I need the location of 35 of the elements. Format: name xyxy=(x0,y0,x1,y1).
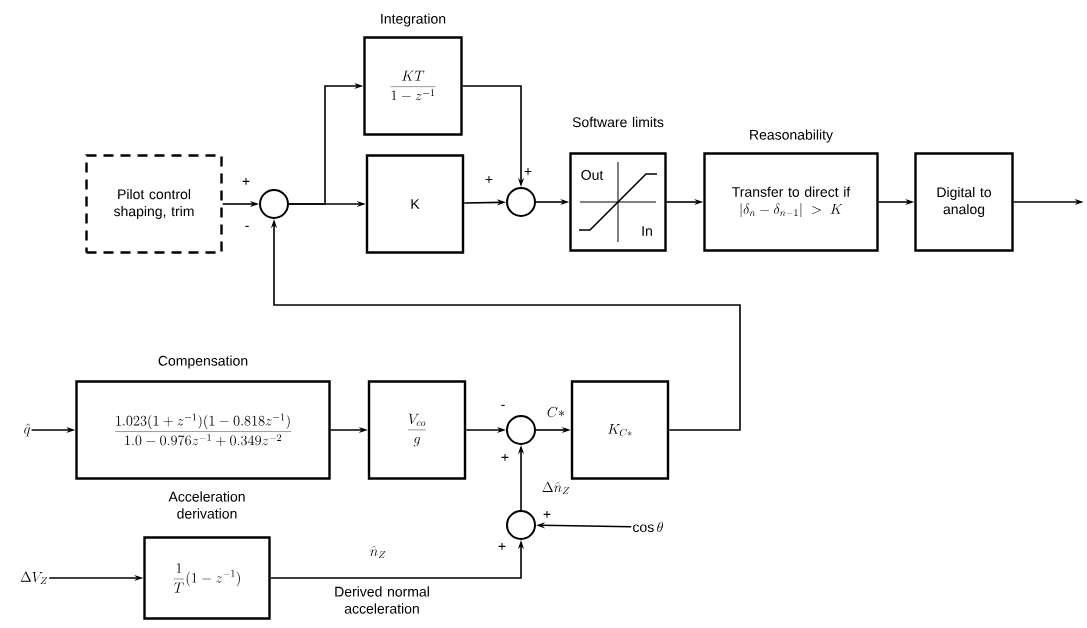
sign-label: + xyxy=(242,177,250,185)
edge-label: $\hat{n}_{Z}$ xyxy=(368,544,388,560)
edge-label: $\Delta\hat{n}_{Z}$ xyxy=(540,480,572,496)
sign-label: + xyxy=(498,542,506,550)
sign-label: + xyxy=(485,175,493,183)
block-title: Integration xyxy=(381,13,446,27)
summing-junction xyxy=(506,187,536,217)
process-box: $\frac{1.023(1 + z^{-1})(1 - 0.818z^{-1})}{1.0 - 0.976z^{-1} + 0.349z^{-2}}$ xyxy=(75,380,331,480)
summing-junction xyxy=(259,189,289,219)
process-box: Digital to analog xyxy=(914,152,1014,252)
sign-label: - xyxy=(501,404,505,406)
process-box: $K_{C*}$ xyxy=(570,380,670,480)
sign-label: + xyxy=(543,510,551,518)
process-box: $\frac{KT}{1 - z^{-1}}$ xyxy=(363,36,463,136)
block-title: Compensation xyxy=(158,355,248,369)
sign-label: - xyxy=(245,225,249,227)
process-box: Transfer to direct if $\left|\delta_n - \delta_{n-1}\right| > K$ xyxy=(703,152,879,252)
sign-label: + xyxy=(524,167,532,175)
signal-label: $\hat{q}$ xyxy=(24,423,31,437)
process-box: $\frac{V_{co}}{g}$ xyxy=(367,380,467,480)
process-box: $\frac{1}{T}(1 - z^{-1})$ xyxy=(143,536,271,620)
edge-label: $C*$ xyxy=(545,406,567,418)
axis-label: Out xyxy=(581,170,604,180)
signal-label: $\Delta V_{Z}$ xyxy=(20,571,48,584)
process-box: Pilot control shaping, trim xyxy=(85,154,223,254)
block-title: Acceleration derivation xyxy=(168,491,245,519)
sign-label: + xyxy=(501,453,509,461)
block-title: Reasonability xyxy=(750,129,833,143)
summing-junction xyxy=(506,510,536,540)
signal-caption: Derived normal acceleration xyxy=(335,586,429,614)
summing-junction xyxy=(506,415,536,445)
axis-label: In xyxy=(642,226,652,236)
process-box: K xyxy=(365,154,465,254)
block-title: Software limits xyxy=(572,116,664,128)
signal-label: $\cos\theta$ xyxy=(633,521,663,533)
